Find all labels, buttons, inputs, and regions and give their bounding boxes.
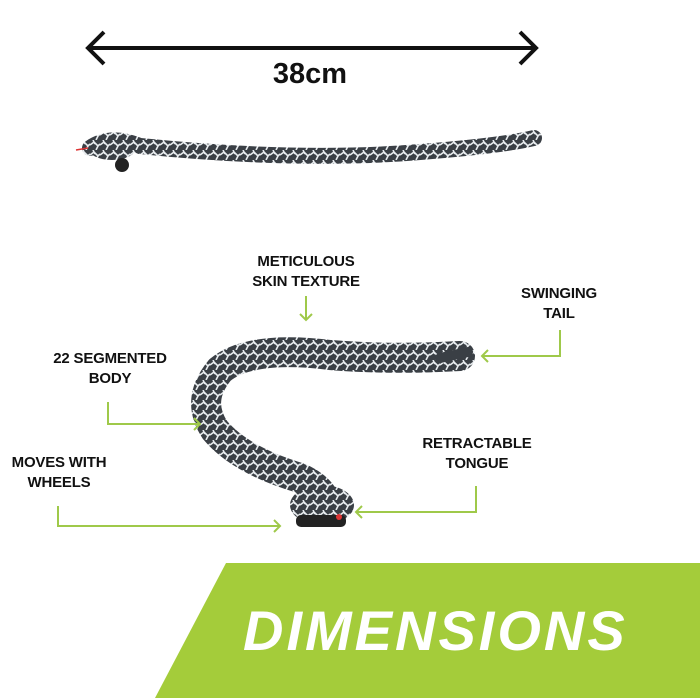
feature-retractable-tongue: RETRACTABLE TONGUE — [402, 434, 552, 474]
feature-wheels: MOVES WITH WHEELS — [0, 453, 118, 493]
dimensions-banner — [155, 563, 700, 698]
snake-side-view — [75, 130, 542, 172]
feature-line: RETRACTABLE — [422, 435, 532, 452]
feature-line: TONGUE — [445, 455, 509, 472]
feature-line: SKIN TEXTURE — [252, 273, 360, 290]
length-label: 38cm — [272, 58, 348, 90]
feature-line: METICULOUS — [257, 253, 355, 270]
feature-line: TAIL — [543, 305, 575, 322]
feature-line: MOVES WITH — [11, 454, 107, 471]
callout-lines — [57, 296, 561, 533]
length-arrow — [85, 30, 539, 66]
snake-curled-view — [191, 337, 475, 527]
feature-skin-texture: METICULOUS SKIN TEXTURE — [228, 252, 384, 292]
feature-line: WHEELS — [27, 474, 91, 491]
feature-line: 22 SEGMENTED — [53, 350, 167, 367]
feature-line: SWINGING — [521, 285, 597, 302]
feature-line: BODY — [88, 370, 132, 387]
banner-title: DIMENSIONS — [243, 599, 628, 662]
feature-swinging-tail: SWINGING TAIL — [496, 284, 622, 324]
feature-segmented-body: 22 SEGMENTED BODY — [30, 349, 190, 389]
